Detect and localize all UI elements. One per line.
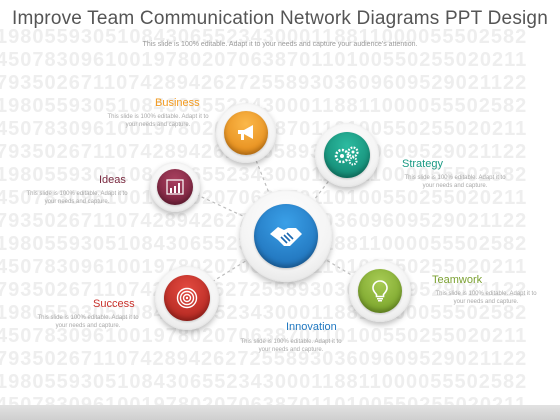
desc-innovation: This slide is 100% editable. Adapt it to… bbox=[240, 339, 342, 353]
center-node-inner bbox=[254, 204, 318, 268]
node-business[interactable] bbox=[216, 103, 276, 163]
label-innovation: Innovation bbox=[286, 321, 337, 333]
slide-subtitle: This slide is 100% editable. Adapt it to… bbox=[142, 41, 418, 48]
slide-title: Improve Team Communication Network Diagr… bbox=[12, 8, 548, 29]
node-teamwork[interactable] bbox=[349, 260, 411, 322]
node-success[interactable] bbox=[155, 266, 219, 330]
label-teamwork: Teamwork bbox=[432, 274, 483, 286]
digit-row: 7935026711074289426272558930360960952902… bbox=[0, 72, 528, 94]
handshake-icon bbox=[270, 227, 302, 246]
digit-row: 4507830961001978020706387011010055025502… bbox=[0, 325, 528, 347]
digit-row: 7935026711074289426272558930360960952902… bbox=[0, 348, 528, 370]
label-business: Business bbox=[155, 97, 200, 109]
connector-business bbox=[249, 144, 287, 237]
node-ideas[interactable] bbox=[150, 162, 200, 212]
desc-strategy: This slide is 100% editable. Adapt it to… bbox=[404, 175, 506, 189]
success-circle bbox=[164, 275, 210, 321]
label-success: Success bbox=[93, 298, 135, 310]
desc-business: This slide is 100% editable. Adapt it to… bbox=[107, 114, 209, 128]
teamwork-circle bbox=[358, 269, 402, 313]
digit-row: 4507830961001978020706387011010055025502… bbox=[0, 394, 528, 406]
strategy-circle bbox=[324, 132, 370, 178]
label-strategy: Strategy bbox=[402, 158, 443, 170]
digit-row: 4507830961001978020706387011010055025502… bbox=[0, 49, 528, 71]
desc-success: This slide is 100% editable. Adapt it to… bbox=[37, 315, 139, 329]
digit-row: 1980559305108430655234300011881100005550… bbox=[0, 95, 528, 117]
label-ideas: Ideas bbox=[99, 174, 126, 186]
digit-row: 1980559305108430655234300011881100005550… bbox=[0, 26, 528, 48]
desc-teamwork: This slide is 100% editable. Adapt it to… bbox=[435, 291, 537, 305]
ideas-circle bbox=[157, 169, 193, 205]
center-node[interactable] bbox=[240, 190, 332, 282]
bar-chart-icon bbox=[166, 179, 184, 195]
lightbulb-icon bbox=[372, 280, 388, 302]
digit-row: 1980559305108430655234300011881100005550… bbox=[0, 371, 528, 393]
megaphone-icon bbox=[238, 125, 253, 140]
footer-bar bbox=[0, 405, 560, 420]
node-strategy[interactable] bbox=[315, 123, 379, 187]
desc-ideas: This slide is 100% editable. Adapt it to… bbox=[26, 191, 128, 205]
gears-icon bbox=[334, 146, 359, 166]
digit-row: 1980559305108430655234300011881100005550… bbox=[0, 164, 528, 186]
target-icon bbox=[176, 287, 198, 309]
business-circle bbox=[224, 111, 268, 155]
